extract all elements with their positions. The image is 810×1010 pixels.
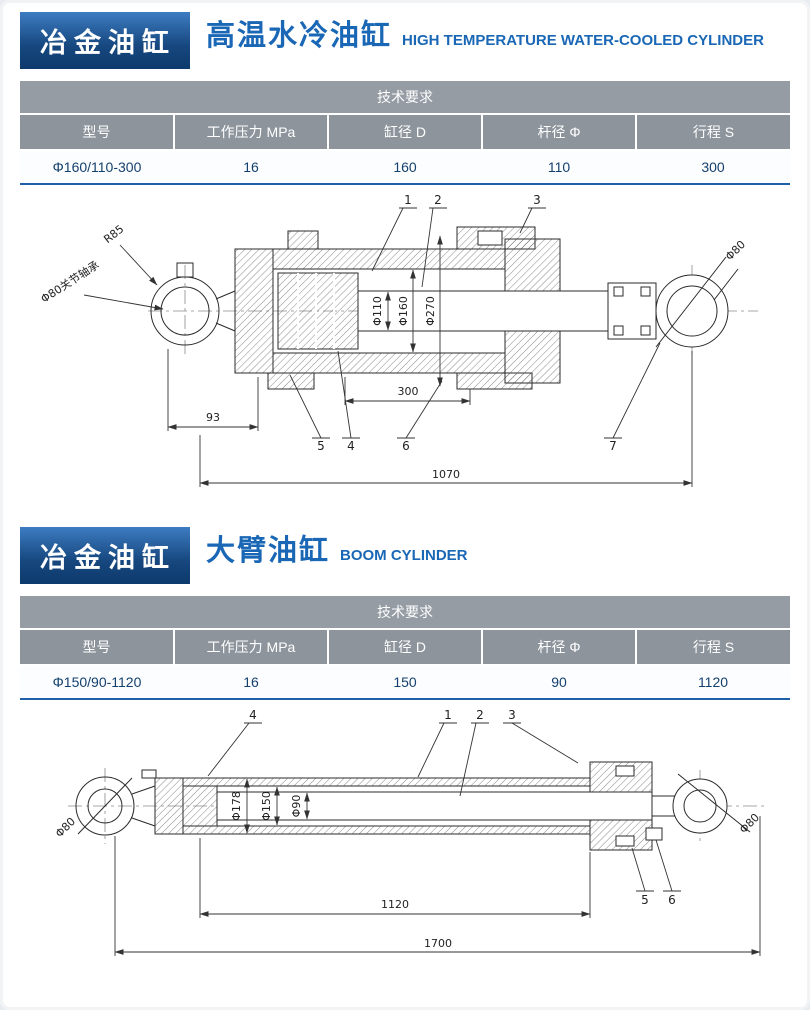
col-header-bore: 缸径 D [327, 114, 482, 150]
table-row: Φ160/110-300 16 160 110 300 [20, 149, 790, 185]
cell-bore: 150 [328, 664, 482, 700]
table-caption: 技术要求 [20, 81, 790, 115]
dim-label-overall-length: 1700 [424, 937, 452, 950]
cylinder-body-outline [150, 226, 739, 390]
col-header-stroke: 行程 S [635, 114, 790, 150]
col-header-pressure: 工作压力 MPa [173, 114, 328, 150]
col-header-bore: 缸径 D [327, 629, 482, 665]
callout-7: 7 [609, 439, 617, 453]
product-title-en: HIGH TEMPERATURE WATER-COOLED CYLINDER [402, 32, 764, 49]
callout-4: 4 [249, 708, 257, 722]
product-titles: 大臂油缸 BOOM CYLINDER [206, 527, 468, 569]
col-header-pressure: 工作压力 MPa [173, 629, 328, 665]
dim-label-rod-diameter: Φ110 [371, 296, 384, 326]
callout-6: 6 [402, 439, 410, 453]
section-boom-cylinder: 冶金油缸 大臂油缸 BOOM CYLINDER 技术要求 型号 工作压力 MPa… [20, 523, 790, 1006]
brand-badge: 冶金油缸 [20, 527, 190, 584]
col-header-model: 型号 [20, 114, 174, 150]
dim-label-stroke: 1120 [381, 898, 409, 911]
boom-cylinder-svg: 4 1 2 3 5 6 Φ178 Φ150 Φ90 1120 1700 Φ80 … [53, 708, 765, 956]
water-cooled-cylinder-svg: 1 2 3 5 4 6 7 Φ110 Φ160 Φ270 300 93 1070… [38, 193, 758, 487]
callout-3: 3 [533, 193, 541, 207]
product-title-en: BOOM CYLINDER [340, 547, 468, 564]
callout-6: 6 [668, 893, 676, 907]
product-titles: 高温水冷油缸 HIGH TEMPERATURE WATER-COOLED CYL… [206, 12, 764, 54]
cell-rod: 110 [482, 149, 636, 185]
drawing-boom-cylinder: 4 1 2 3 5 6 Φ178 Φ150 Φ90 1120 1700 Φ80 … [20, 706, 790, 1006]
section-water-cooled-cylinder: 冶金油缸 高温水冷油缸 HIGH TEMPERATURE WATER-COOLE… [20, 8, 790, 503]
cell-model: Φ160/110-300 [20, 149, 174, 185]
table-caption: 技术要求 [20, 596, 790, 630]
col-header-rod: 杆径 Φ [481, 114, 636, 150]
cylinder-body-outline [75, 761, 751, 851]
cell-bore: 160 [328, 149, 482, 185]
dim-label-flange-diameter: Φ270 [424, 296, 437, 326]
dim-label-bore: Φ150 [260, 791, 273, 821]
callout-3: 3 [508, 708, 516, 722]
dim-label-eye-right: Φ80 [737, 811, 762, 836]
cell-stroke: 300 [636, 149, 790, 185]
callout-1: 1 [444, 708, 452, 722]
cell-rod: 90 [482, 664, 636, 700]
dimension-lines [83, 207, 693, 487]
drawing-water-cooled-cylinder: 1 2 3 5 4 6 7 Φ110 Φ160 Φ270 300 93 1070… [20, 191, 790, 503]
dim-label-radius: R85 [101, 222, 126, 246]
dim-label-bearing: Φ80关节轴承 [38, 258, 102, 306]
dim-label-stroke: 300 [398, 385, 419, 398]
col-header-rod: 杆径 Φ [481, 629, 636, 665]
dim-label-rod: Φ90 [290, 795, 303, 818]
cell-stroke: 1120 [636, 664, 790, 700]
dim-label-eye-diameter: Φ80 [723, 238, 748, 263]
callout-1: 1 [404, 193, 412, 207]
callout-5: 5 [317, 439, 325, 453]
cell-model: Φ150/90-1120 [20, 664, 174, 700]
brand-badge: 冶金油缸 [20, 12, 190, 69]
dim-label-bore-diameter: Φ160 [397, 296, 410, 326]
section-header: 冶金油缸 大臂油缸 BOOM CYLINDER [20, 523, 790, 592]
spec-table-boom: 技术要求 型号 工作压力 MPa 缸径 D 杆径 Φ 行程 S Φ150/90-… [20, 596, 790, 700]
col-header-model: 型号 [20, 629, 174, 665]
callout-2: 2 [434, 193, 442, 207]
callout-5: 5 [641, 893, 649, 907]
section-header: 冶金油缸 高温水冷油缸 HIGH TEMPERATURE WATER-COOLE… [20, 8, 790, 77]
dim-label-offset: 93 [206, 411, 220, 424]
callout-4: 4 [347, 439, 355, 453]
cell-pressure: 16 [174, 149, 328, 185]
spec-table-water-cooled: 技术要求 型号 工作压力 MPa 缸径 D 杆径 Φ 行程 S Φ160/110… [20, 81, 790, 185]
product-title-cn: 大臂油缸 [206, 535, 331, 567]
dim-label-od: Φ178 [230, 791, 243, 821]
dimension-lines [114, 722, 761, 956]
table-row: Φ150/90-1120 16 150 90 1120 [20, 664, 790, 700]
dim-label-eye-left: Φ80 [53, 815, 78, 840]
callout-2: 2 [476, 708, 484, 722]
cell-pressure: 16 [174, 664, 328, 700]
product-title-cn: 高温水冷油缸 [206, 20, 393, 52]
col-header-stroke: 行程 S [635, 629, 790, 665]
dim-label-overall-length: 1070 [432, 468, 460, 481]
